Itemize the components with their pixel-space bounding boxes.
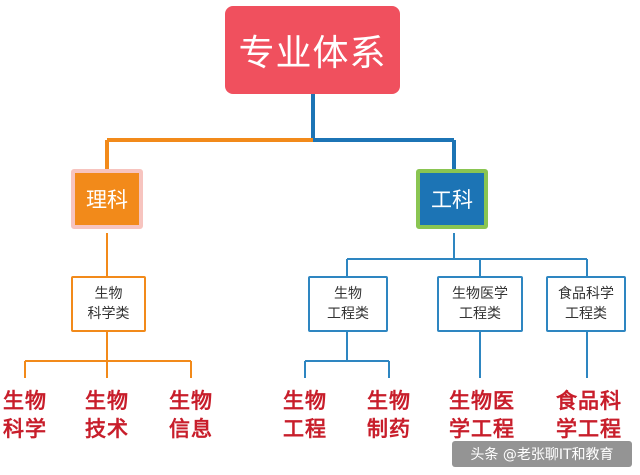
major-bio-engineering: 生物 工程 — [283, 389, 327, 441]
major-bio-science: 生物 科学 — [3, 389, 47, 441]
root-node: 专业体系 — [225, 6, 400, 94]
watermark: 头条 @老张聊IT和教育 — [452, 441, 632, 467]
category-engineering: 工科 — [416, 169, 488, 229]
major-food-science-eng: 食品科 学工程 — [556, 389, 622, 441]
major-biomedical-eng: 生物医 学工程 — [449, 389, 515, 441]
major-bio-pharmacy: 生物 制药 — [367, 389, 411, 441]
category-science: 理科 — [71, 169, 143, 229]
subcategory-bio-engineering: 生物 工程类 — [308, 276, 388, 332]
subcategory-food-science-eng: 食品科学 工程类 — [546, 276, 626, 332]
subcategory-biomedical-eng: 生物医学 工程类 — [437, 276, 523, 332]
major-bioinformatics: 生物 信息 — [169, 389, 213, 441]
subcategory-bio-science: 生物 科学类 — [71, 276, 146, 332]
major-bio-technology: 生物 技术 — [85, 389, 129, 441]
